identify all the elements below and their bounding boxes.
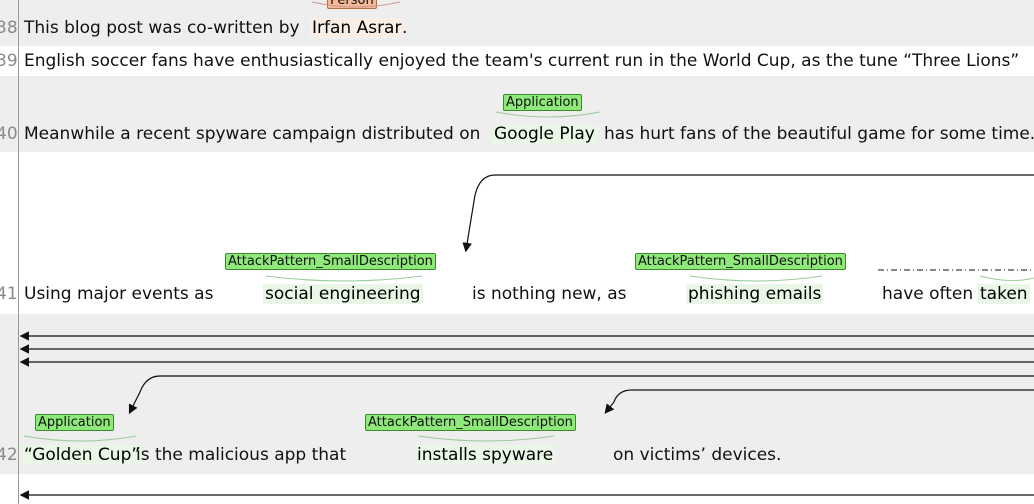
line-text: have often — [882, 284, 974, 304]
line-text: Meanwhile a recent spyware campaign dist… — [24, 124, 481, 144]
line-text: is nothing new, as — [472, 284, 627, 304]
bracket-phishing — [689, 275, 823, 282]
line-text: has hurt fans of the beautiful game for … — [604, 124, 1034, 144]
line-text: is the malicious app that — [136, 445, 347, 465]
entity-span-application[interactable]: “Golden Cup” — [22, 445, 143, 465]
entity-span-application[interactable]: Google Play — [492, 124, 597, 144]
relation-arc — [128, 375, 1034, 415]
entity-label-attackpattern[interactable]: AttackPattern_SmallDescription — [225, 253, 436, 270]
gutter-divider — [18, 0, 19, 504]
entity-label-attackpattern[interactable]: AttackPattern_SmallDescription — [635, 253, 846, 270]
bracket-taken — [979, 275, 1034, 282]
bracket-golden-cup — [23, 435, 137, 442]
entity-span-attackpattern[interactable]: installs spyware — [415, 445, 556, 465]
entity-span-partial[interactable]: taken — [978, 284, 1030, 304]
line-text: on victims’ devices. — [613, 445, 782, 465]
relation-arc — [462, 174, 1034, 253]
bracket-social-eng — [265, 275, 423, 282]
entity-label-application[interactable]: Application — [35, 414, 114, 431]
row-38-bg — [0, 0, 1034, 46]
entity-label-attackpattern[interactable]: AttackPattern_SmallDescription — [365, 414, 576, 431]
bracket-installs — [417, 435, 555, 442]
bracket-google-play — [495, 111, 601, 118]
line-text: Using major events as — [24, 284, 214, 304]
entity-span-person[interactable]: Irfan Asrar — [310, 18, 404, 38]
relation-arc — [604, 389, 1034, 414]
line-text: This blog post was co-written by — [24, 18, 300, 38]
entity-span-attackpattern[interactable]: social engineering — [263, 284, 423, 304]
bracket-person — [311, 1, 401, 8]
line-text: . — [402, 18, 408, 38]
entity-label-application[interactable]: Application — [503, 94, 582, 111]
entity-span-attackpattern[interactable]: phishing emails — [686, 284, 824, 304]
line-text: English soccer fans have enthusiasticall… — [24, 51, 1020, 71]
